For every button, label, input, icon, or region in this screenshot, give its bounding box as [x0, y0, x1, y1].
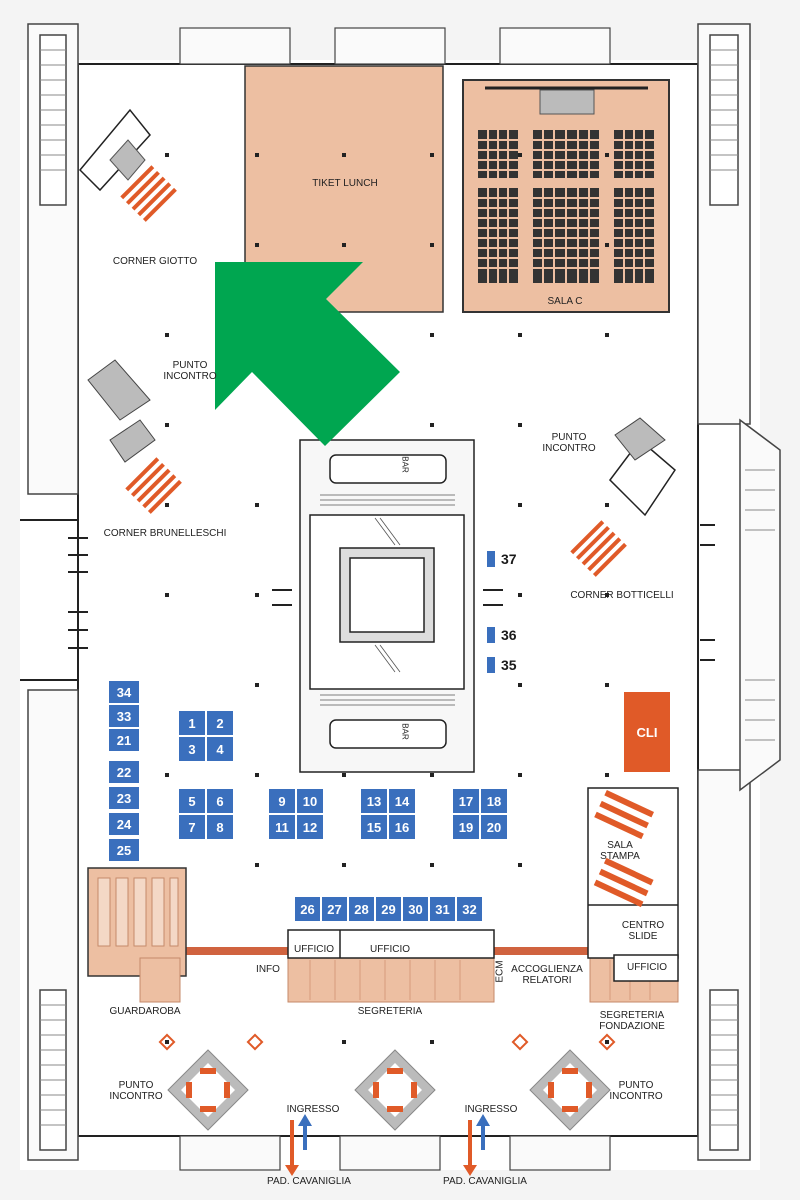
booth-28[interactable]: 28 — [348, 896, 375, 922]
booth-37-marker[interactable] — [486, 550, 496, 568]
corner-giotto-label: CORNER GIOTTO — [112, 256, 198, 267]
booth-31[interactable]: 31 — [429, 896, 456, 922]
booth-17[interactable]: 17 — [452, 788, 480, 814]
ufficio-right-label: UFFICIO — [627, 962, 667, 973]
booth-15[interactable]: 15 — [360, 814, 388, 840]
punto-incontro-right-label: PUNTO INCONTRO — [542, 432, 596, 454]
booth-35-label: 35 — [501, 657, 517, 673]
booth-32[interactable]: 32 — [456, 896, 483, 922]
booth-22[interactable]: 22 — [108, 760, 140, 784]
bar-top-label: BAR — [400, 456, 410, 473]
tiket-lunch-label: TIKET LUNCH — [312, 178, 378, 189]
booth-7[interactable]: 7 — [178, 814, 206, 840]
booth-16[interactable]: 16 — [388, 814, 416, 840]
booth-3[interactable]: 3 — [178, 736, 206, 762]
booth-8[interactable]: 8 — [206, 814, 234, 840]
booth-21[interactable]: 21 — [108, 728, 140, 752]
ufficio-center-label: UFFICIO — [370, 944, 410, 955]
punto-incontro-left-label: PUNTO INCONTRO — [163, 360, 217, 382]
booth-18[interactable]: 18 — [480, 788, 508, 814]
punto-incontro-bottom-left-label: PUNTO INCONTRO — [109, 1080, 163, 1102]
corner-botticelli-label: CORNER BOTTICELLI — [570, 590, 674, 601]
pillars — [165, 153, 609, 1044]
left-stairs — [27, 23, 79, 1161]
ufficio-left-label: UFFICIO — [294, 944, 334, 955]
sala-c-label: SALA C — [547, 296, 583, 307]
booth-36-label: 36 — [501, 627, 517, 643]
right-stairs — [697, 23, 781, 1161]
ingresso-arrows — [285, 1114, 490, 1176]
green-arrow — [215, 262, 400, 446]
booth-4[interactable]: 4 — [206, 736, 234, 762]
punto-incontro-bottom-right-label: PUNTO INCONTRO — [609, 1080, 663, 1102]
booth-36-marker[interactable] — [486, 626, 496, 644]
booth-9[interactable]: 9 — [268, 788, 296, 814]
booth-30[interactable]: 30 — [402, 896, 429, 922]
booth-20[interactable]: 20 — [480, 814, 508, 840]
booth-1[interactable]: 1 — [178, 710, 206, 736]
booth-26[interactable]: 26 — [294, 896, 321, 922]
ingresso-right-label: INGRESSO — [464, 1104, 518, 1115]
accoglienza-label: ACCOGLIENZA RELATORI — [511, 964, 583, 986]
corner-brunelleschi-label: CORNER BRUNELLESCHI — [103, 528, 227, 539]
sala-stampa-label: SALA STAMPA — [600, 840, 640, 862]
booth-5[interactable]: 5 — [178, 788, 206, 814]
centro-slide-label: CENTRO SLIDE — [621, 920, 665, 942]
booth-34[interactable]: 34 — [108, 680, 140, 704]
booth-24[interactable]: 24 — [108, 812, 140, 836]
booth-35-marker[interactable] — [486, 656, 496, 674]
segreteria-fondazione-label: SEGRETERIA FONDAZIONE — [599, 1010, 665, 1032]
booth-37-label: 37 — [501, 551, 517, 567]
segreteria-counter — [287, 957, 495, 1003]
segreteria-label: SEGRETERIA — [357, 1006, 423, 1017]
booth-23[interactable]: 23 — [108, 786, 140, 810]
booth-13[interactable]: 13 — [360, 788, 388, 814]
central-block — [299, 439, 475, 773]
corner-giotto-seats — [120, 165, 177, 222]
cli-room: CLI — [624, 692, 670, 772]
booth-29[interactable]: 29 — [375, 896, 402, 922]
bar-bottom-label: BAR — [400, 723, 410, 740]
pad-left-label: PAD. CAVANIGLIA — [267, 1176, 351, 1187]
corner-brunelleschi-seats — [125, 457, 182, 514]
ingresso-left-label: INGRESSO — [286, 1104, 340, 1115]
booth-11[interactable]: 11 — [268, 814, 296, 840]
booth-19[interactable]: 19 — [452, 814, 480, 840]
booth-25[interactable]: 25 — [108, 838, 140, 862]
booth-2[interactable]: 2 — [206, 710, 234, 736]
booth-10[interactable]: 10 — [296, 788, 324, 814]
pad-right-label: PAD. CAVANIGLIA — [443, 1176, 527, 1187]
booth-6[interactable]: 6 — [206, 788, 234, 814]
booth-33[interactable]: 33 — [108, 704, 140, 728]
booth-12[interactable]: 12 — [296, 814, 324, 840]
guardaroba-label: GUARDAROBA — [109, 1006, 181, 1017]
corner-botticelli-seats — [570, 520, 627, 577]
booth-27[interactable]: 27 — [321, 896, 348, 922]
info-label: INFO — [256, 964, 280, 975]
booth-14[interactable]: 14 — [388, 788, 416, 814]
